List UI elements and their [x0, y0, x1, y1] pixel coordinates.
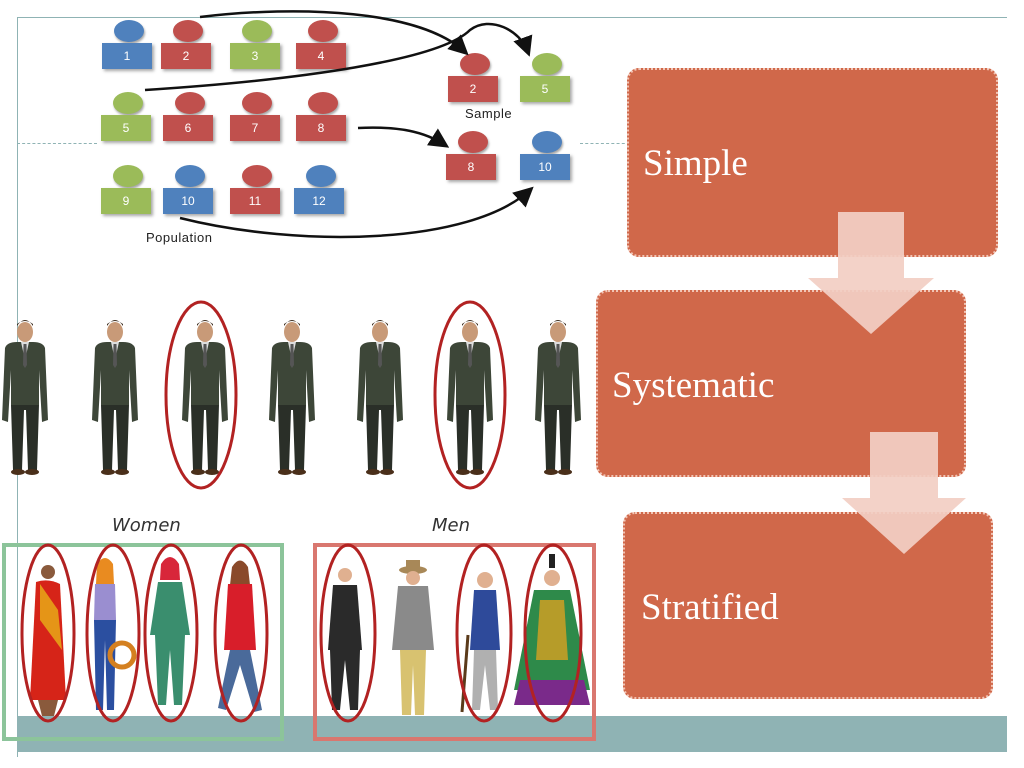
divider-line	[17, 143, 97, 144]
woman-red-coat-icon	[218, 560, 262, 712]
divider-line	[580, 143, 630, 144]
unit-label: 4	[296, 43, 346, 69]
selection-arrow	[179, 186, 534, 239]
down-arrow-icon	[808, 212, 934, 334]
unit-head-icon	[173, 20, 203, 42]
woman-jeans-icon	[94, 558, 137, 710]
unit-label: 5	[520, 76, 570, 102]
unit-label: 2	[448, 76, 498, 102]
unit-label: 8	[296, 115, 346, 141]
man-icon	[535, 320, 581, 475]
unit-head-icon	[242, 92, 272, 114]
unit-head-icon	[306, 165, 336, 187]
down-arrow-icon	[842, 432, 966, 554]
woman-suit-icon	[150, 557, 190, 705]
man-suit-icon	[328, 568, 362, 710]
population-unit: 8	[296, 92, 346, 144]
step-label: Stratified	[641, 587, 779, 628]
sample-unit: 5	[520, 53, 570, 105]
population-unit: 12	[294, 165, 344, 217]
man-elderly-icon	[460, 572, 500, 713]
unit-head-icon	[532, 131, 562, 153]
man-cowboy-icon	[392, 560, 434, 715]
unit-label: 5	[101, 115, 151, 141]
stratum-selection-rings	[20, 543, 583, 723]
selection-ring	[164, 300, 238, 490]
population-unit: 6	[163, 92, 213, 144]
population-unit: 10	[163, 165, 213, 217]
sample-caption: Sample	[465, 106, 513, 121]
women-label: Women	[112, 515, 181, 536]
unit-head-icon	[113, 165, 143, 187]
unit-head-icon	[114, 20, 144, 42]
selection-arrows	[144, 10, 534, 239]
woman-sari-icon	[30, 565, 66, 716]
man-icon	[447, 320, 493, 475]
sample-unit: 2	[448, 53, 498, 105]
unit-label: 2	[161, 43, 211, 69]
unit-label: 9	[101, 188, 151, 214]
step-label: Simple	[643, 143, 748, 184]
unit-head-icon	[460, 53, 490, 75]
unit-label: 1	[102, 43, 152, 69]
population-unit: 9	[101, 165, 151, 217]
man-icon	[182, 320, 228, 475]
unit-head-icon	[242, 20, 272, 42]
man-icon	[2, 320, 48, 475]
population-unit: 11	[230, 165, 280, 217]
unit-head-icon	[113, 92, 143, 114]
selection-ring	[433, 300, 507, 490]
step-simple: Simple	[627, 68, 998, 257]
unit-label: 3	[230, 43, 280, 69]
step-label: Systematic	[612, 365, 775, 406]
women-stratum	[2, 543, 284, 741]
population-unit: 7	[230, 92, 280, 144]
unit-head-icon	[308, 92, 338, 114]
unit-head-icon	[242, 165, 272, 187]
selection-arrow	[199, 10, 469, 56]
unit-head-icon	[532, 53, 562, 75]
footer-bar	[17, 716, 1007, 752]
men-stratum	[313, 543, 596, 741]
unit-label: 10	[520, 154, 570, 180]
unit-head-icon	[175, 92, 205, 114]
stratified-people	[20, 543, 590, 723]
sample-unit: 10	[520, 131, 570, 183]
population-unit: 2	[161, 20, 211, 72]
population-caption: Population	[146, 230, 213, 245]
systematic-sampling-row	[2, 300, 581, 490]
unit-label: 10	[163, 188, 213, 214]
population-unit: 3	[230, 20, 280, 72]
unit-label: 8	[446, 154, 496, 180]
population-unit: 5	[101, 92, 151, 144]
unit-label: 6	[163, 115, 213, 141]
unit-label: 11	[230, 188, 280, 214]
sample-unit: 8	[446, 131, 496, 183]
unit-head-icon	[175, 165, 205, 187]
man-icon	[92, 320, 138, 475]
man-icon	[269, 320, 315, 475]
population-unit: 1	[102, 20, 152, 72]
unit-label: 12	[294, 188, 344, 214]
selection-arrow	[144, 22, 533, 92]
man-icon	[357, 320, 403, 475]
population-unit: 4	[296, 20, 346, 72]
step-stratified: Stratified	[623, 512, 993, 699]
men-label: Men	[432, 515, 471, 536]
unit-head-icon	[458, 131, 488, 153]
unit-label: 7	[230, 115, 280, 141]
unit-head-icon	[308, 20, 338, 42]
selection-arrow	[357, 126, 450, 148]
